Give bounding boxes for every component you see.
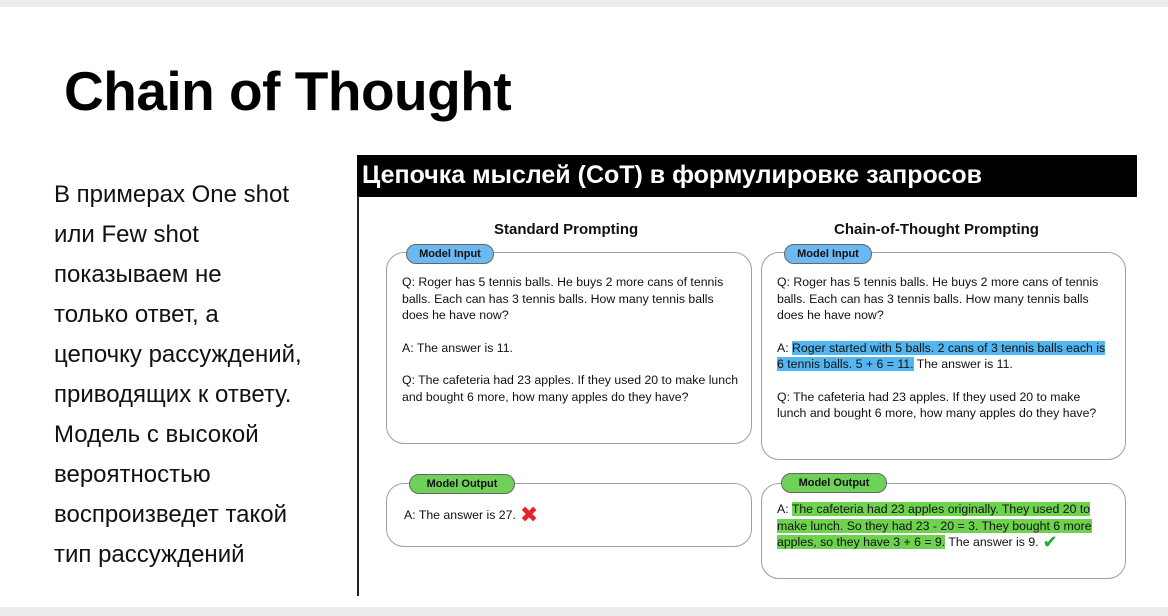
standard-output-text: A: The answer is 27.✖ bbox=[404, 504, 734, 526]
cot-input-q1: Q: Roger has 5 tennis balls. He buys 2 m… bbox=[777, 275, 1099, 322]
body-line: В примерах One shot bbox=[54, 181, 290, 208]
body-line: только ответ, а bbox=[54, 301, 219, 328]
standard-input-q1: Q: Roger has 5 tennis balls. He buys 2 m… bbox=[402, 275, 724, 322]
cot-figure: Цепочка мыслей (CoT) в формулировке запр… bbox=[357, 150, 1137, 596]
standard-output-answer: A: The answer is 27. bbox=[404, 508, 516, 522]
body-line: тип рассуждений bbox=[54, 541, 245, 568]
standard-input-text: Q: Roger has 5 tennis balls. He buys 2 m… bbox=[402, 274, 742, 405]
standard-input-box: Q: Roger has 5 tennis balls. He buys 2 m… bbox=[386, 252, 752, 444]
cot-model-output-pill: Model Output bbox=[781, 473, 887, 493]
cot-input-box: Q: Roger has 5 tennis balls. He buys 2 m… bbox=[761, 252, 1126, 460]
body-line: показываем не bbox=[54, 261, 222, 288]
standard-output-box: A: The answer is 27.✖ bbox=[386, 483, 752, 547]
standard-prompting-heading: Standard Prompting bbox=[494, 221, 639, 238]
body-line: вероятностью bbox=[54, 461, 211, 488]
body-line: Модель с высокой bbox=[54, 421, 259, 448]
cot-prompting-heading: Chain-of-Thought Prompting bbox=[834, 221, 1039, 238]
cot-output-box: A: The cafeteria had 23 apples originall… bbox=[761, 483, 1126, 579]
cot-input-text: Q: Roger has 5 tennis balls. He buys 2 m… bbox=[777, 274, 1113, 422]
cross-icon: ✖ bbox=[519, 502, 539, 527]
check-icon: ✔ bbox=[1042, 532, 1058, 552]
cot-input-a1-prefix: A: bbox=[777, 340, 793, 355]
standard-model-input-pill: Model Input bbox=[406, 244, 494, 264]
body-line: приводящих к ответу. bbox=[54, 381, 292, 408]
slide-title: Chain of Thought bbox=[64, 60, 512, 122]
cot-input-a1: A: Roger started with 5 balls. 2 cans of… bbox=[777, 340, 1113, 373]
cot-output-suffix: The answer is 9. bbox=[945, 535, 1039, 549]
cot-model-input-pill: Model Input bbox=[784, 244, 872, 264]
cot-output-prefix: A: bbox=[777, 502, 792, 516]
body-line: воспроизведет такой bbox=[54, 501, 288, 528]
standard-model-output-pill: Model Output bbox=[409, 474, 515, 494]
standard-input-a1: A: The answer is 11. bbox=[402, 340, 513, 355]
cot-input-a1-suffix: The answer is 11. bbox=[913, 357, 1013, 371]
figure-divider bbox=[357, 196, 359, 596]
body-line: цепочку рассуждений, bbox=[54, 341, 302, 368]
cot-input-q2: Q: The cafeteria had 23 apples. If they … bbox=[777, 389, 1097, 421]
slide-body-text: В примерах One shot или Few shot показыв… bbox=[54, 175, 354, 575]
figure-header: Цепочка мыслей (CoT) в формулировке запр… bbox=[357, 155, 1137, 197]
standard-input-q2: Q: The cafeteria had 23 apples. If they … bbox=[402, 373, 739, 404]
cot-output-highlight: The cafeteria had 23 apples originally. … bbox=[777, 502, 1092, 549]
body-line: или Few shot bbox=[54, 221, 199, 248]
cot-output-text: A: The cafeteria had 23 apples originall… bbox=[777, 501, 1113, 551]
